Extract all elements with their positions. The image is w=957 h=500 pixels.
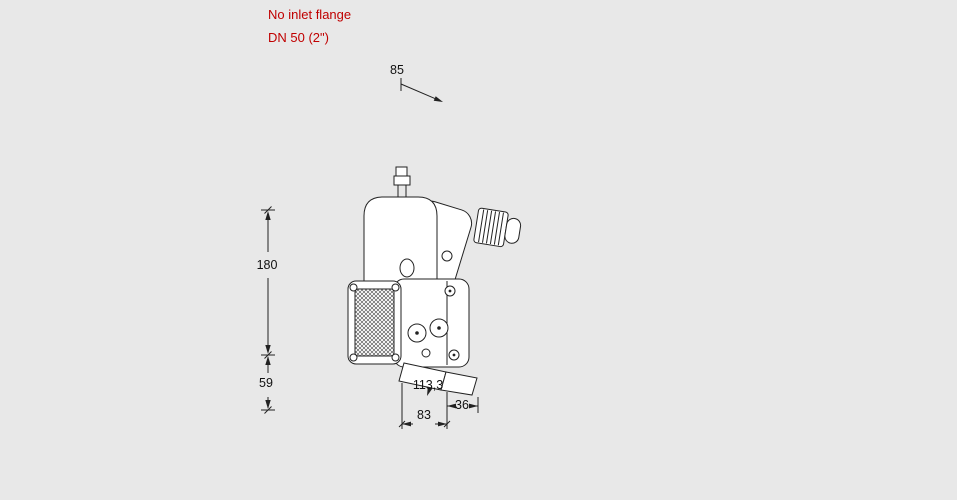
dimension-36: 36 [446, 392, 479, 429]
inlet-screen-flange [347, 280, 402, 365]
body-port-circles [407, 285, 460, 361]
dimension-113: 113,3 [413, 378, 443, 396]
mesh-screen [354, 288, 395, 357]
dimension-83: 83 [398, 383, 451, 429]
dimension-85-label: 85 [390, 63, 404, 77]
dimension-85: 85 [390, 63, 443, 102]
housing-sight-circle [441, 250, 453, 262]
valve-body-drawing [347, 166, 522, 396]
outlet-foot-right [440, 371, 478, 396]
solenoid-connector [473, 207, 522, 248]
dimension-36-label: 36 [455, 398, 469, 412]
dimension-180: 180 [257, 206, 278, 359]
dimension-113-label: 113,3 [413, 378, 443, 392]
dimension-180-label: 180 [257, 258, 278, 272]
dimension-59-label: 59 [259, 376, 273, 390]
dimension-59: 59 [259, 356, 275, 414]
top-adjustment-knob [393, 166, 411, 197]
note-line-1: No inlet flange [268, 7, 352, 22]
actuator-dome [363, 196, 438, 284]
dimension-83-label: 83 [417, 408, 431, 422]
dome-sight-hole [399, 258, 415, 278]
note-line-2: DN 50 (2") [268, 30, 329, 45]
